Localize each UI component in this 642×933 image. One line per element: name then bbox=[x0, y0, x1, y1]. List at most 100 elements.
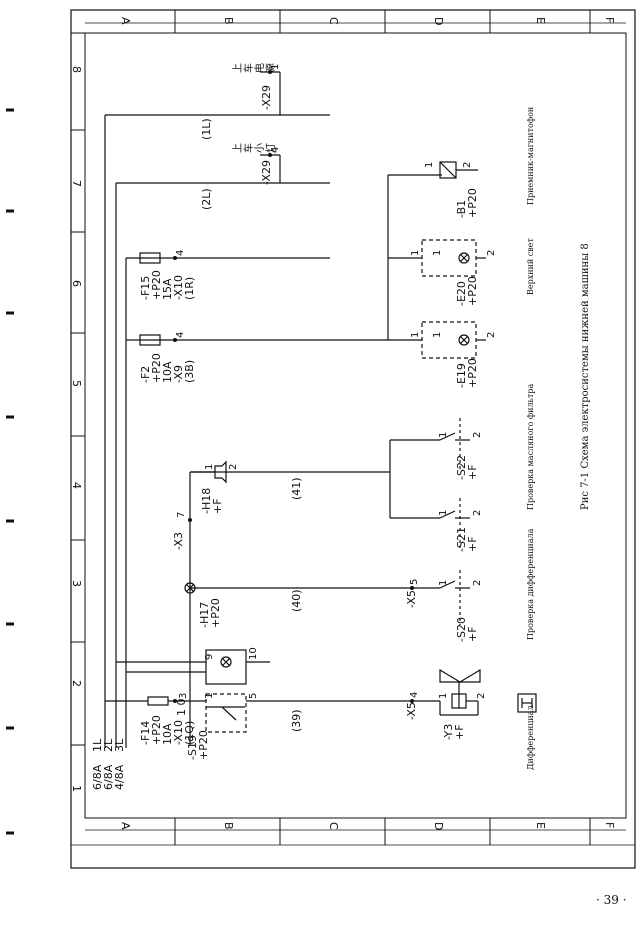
row-label: C bbox=[327, 17, 340, 25]
terminal-number: 2 bbox=[486, 250, 497, 256]
s20-label: -S20 bbox=[455, 617, 468, 642]
chinese-labels: 上车电源 上车小灯 bbox=[232, 64, 276, 156]
e20-label: -E20 bbox=[455, 281, 468, 306]
x3-label: -X3 bbox=[172, 532, 185, 550]
x5-label: -X5 bbox=[405, 702, 418, 720]
component-labels: -S19 +P20 1 0 -F14 +P20 10A -X10 (1Q) -H… bbox=[139, 85, 479, 760]
f15-terminal: (1R) bbox=[183, 277, 196, 300]
terminal-number: 1 bbox=[270, 64, 281, 70]
terminal-number: 4 bbox=[270, 147, 281, 153]
row-label: E bbox=[534, 822, 547, 829]
terminal-number: 4 bbox=[409, 692, 420, 698]
e19-location: +P20 bbox=[466, 358, 479, 388]
diff-check-label: Проверка дифференциала bbox=[526, 528, 535, 640]
terminal-number: 1 bbox=[432, 332, 443, 338]
terminal-number: 2 bbox=[486, 332, 497, 338]
binding-marks bbox=[6, 108, 14, 835]
row-label: D bbox=[432, 17, 445, 25]
terminal-number: 9 bbox=[204, 654, 215, 660]
bus-label: 3L bbox=[113, 738, 126, 752]
circuit-label-2l: (2L) bbox=[200, 188, 213, 210]
s22-label: -S22 bbox=[455, 455, 468, 480]
page-number: · 39 · bbox=[596, 893, 627, 907]
s20-location: +F bbox=[466, 626, 479, 642]
f2-label: -F2 bbox=[139, 366, 152, 383]
s19-location: +P20 bbox=[197, 730, 210, 760]
terminal-numbers: 1 5 9 10 3 4 5 7 1 2 4 4 4 1 1 2 1 2 1 2… bbox=[175, 64, 497, 699]
row-label: B bbox=[222, 822, 235, 830]
terminal-number: 7 bbox=[176, 512, 187, 518]
s21-location: +F bbox=[466, 536, 479, 552]
circuit-label-41: (41) bbox=[290, 477, 303, 500]
row-labels-bottom: A B C D E F bbox=[119, 822, 616, 830]
terminal-number: 5 bbox=[409, 579, 420, 585]
diff-function-label: Дифференциал bbox=[526, 705, 535, 770]
s19-positions: 1 0 bbox=[175, 699, 188, 717]
column-label: 1 bbox=[70, 785, 83, 792]
y3-label: -Y3 bbox=[442, 724, 455, 740]
row-label: E bbox=[534, 17, 547, 24]
b1-label: -B1 bbox=[455, 200, 468, 218]
row-label: C bbox=[327, 822, 340, 830]
f2-rating: 10A bbox=[161, 361, 174, 383]
column-label: 4 bbox=[70, 482, 83, 489]
terminal-number: 4 bbox=[175, 332, 186, 338]
terminal-number: 2 bbox=[462, 162, 473, 168]
terminal-number: 10 bbox=[248, 647, 259, 660]
terminal-number: 1 bbox=[432, 250, 443, 256]
h17-location: +P20 bbox=[209, 598, 222, 628]
x29-label: -X29 bbox=[260, 160, 273, 185]
x29-label: -X29 bbox=[260, 85, 273, 110]
wiring bbox=[104, 71, 537, 748]
f15-label: -F15 bbox=[139, 276, 152, 300]
oil-filter-label: Проверка масляного фильтра bbox=[526, 384, 535, 510]
terminal-number: 4 bbox=[175, 250, 186, 256]
y3-location: +F bbox=[453, 724, 466, 740]
terminal-number: 1 bbox=[438, 693, 449, 699]
row-label: F bbox=[603, 17, 616, 23]
terminal-number: 2 bbox=[472, 432, 483, 438]
circuit-label-40: (40) bbox=[290, 589, 303, 612]
terminal-number: 1 bbox=[204, 464, 215, 470]
column-label: 7 bbox=[70, 180, 83, 187]
terminal-number: 1 bbox=[204, 693, 215, 699]
f15-location: +P20 bbox=[150, 270, 163, 300]
terminal-number: 3 bbox=[178, 693, 189, 699]
function-labels: Дифференциал Проверка дифференциала Пров… bbox=[526, 107, 535, 770]
f2-connector: -X9 bbox=[172, 365, 185, 383]
s21-label: -S21 bbox=[455, 527, 468, 552]
f14-location: +P20 bbox=[150, 715, 163, 745]
row-label: F bbox=[603, 822, 616, 828]
column-labels: 1 2 3 4 5 6 7 8 bbox=[70, 66, 83, 792]
f14-rating: 10A bbox=[161, 723, 174, 745]
f14-terminal: (1Q) bbox=[183, 721, 196, 745]
s22-location: +F bbox=[466, 464, 479, 480]
figure-caption: Рис 7-1 Схема электросистемы нижней маши… bbox=[580, 243, 591, 510]
terminal-number: 2 bbox=[476, 693, 487, 699]
bus-label: 1L bbox=[91, 738, 104, 752]
bus-label: 2L bbox=[102, 738, 115, 752]
x5-label: -X5 bbox=[405, 590, 418, 608]
column-label: 3 bbox=[70, 580, 83, 587]
drawing-frame bbox=[70, 9, 636, 869]
bus-label: 6/8A bbox=[91, 764, 104, 790]
f14-connector: -X10 bbox=[172, 720, 185, 745]
radio-label: Приемник-магнитофон bbox=[526, 107, 535, 205]
column-label: 6 bbox=[70, 280, 83, 287]
circuit-labels: (39) (40) (41) (2L) (1L) bbox=[200, 118, 303, 732]
terminal-dots bbox=[173, 70, 414, 703]
circuit-label-1l: (1L) bbox=[200, 118, 213, 140]
top-light-label: Верхний свет bbox=[526, 237, 535, 295]
terminal-number: 2 bbox=[472, 510, 483, 516]
f2-terminal: (3B) bbox=[183, 360, 196, 383]
bus-label: 4/8A bbox=[113, 764, 126, 790]
f15-rating: 15A bbox=[161, 278, 174, 300]
h18-label: -H18 bbox=[200, 488, 213, 514]
terminal-number: 1 bbox=[438, 580, 449, 586]
f15-connector: -X10 bbox=[172, 275, 185, 300]
e19-label: -E19 bbox=[455, 363, 468, 388]
cn-light-label: 上车小灯 bbox=[232, 144, 276, 156]
terminal-number: 1 bbox=[410, 332, 421, 338]
circuit-label-39: (39) bbox=[290, 709, 303, 732]
